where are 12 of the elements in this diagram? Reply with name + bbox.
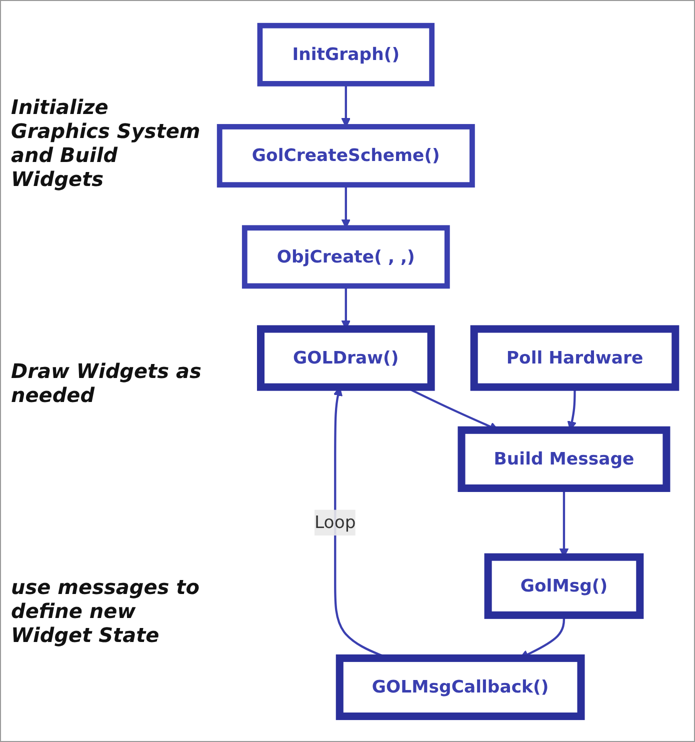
node-box: Poll Hardware	[470, 325, 680, 391]
node-box: ObjCreate( , ,)	[242, 225, 450, 289]
node-box: GOLMsgCallback()	[336, 654, 585, 720]
node-box: GolCreateScheme()	[216, 124, 475, 188]
side-note: Draw Widgets as needed	[11, 359, 202, 407]
node-box: GolMsg()	[484, 553, 644, 619]
edge-label: Loop	[314, 512, 356, 532]
node-box: InitGraph()	[257, 22, 435, 86]
side-note: Initialize Graphics System and Build Widgets	[11, 95, 202, 191]
node-box: Build Message	[458, 426, 670, 492]
node-box: GOLDraw()	[256, 325, 435, 391]
side-note: use messages to define new Widget State	[11, 575, 200, 647]
